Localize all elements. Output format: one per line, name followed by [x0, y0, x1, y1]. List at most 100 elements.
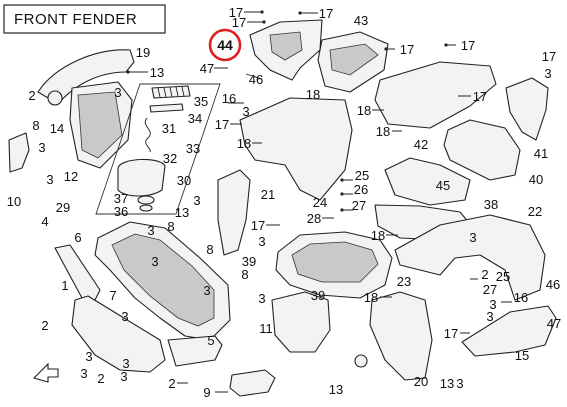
callout-number: 35 — [194, 94, 208, 109]
callout-number: 3 — [121, 309, 128, 324]
forward-arrow-icon — [32, 362, 59, 383]
part-top-cover-inner — [269, 31, 303, 61]
part-front-fender-right — [394, 214, 546, 301]
callout-number: 32 — [163, 151, 177, 166]
part-trim-strip — [167, 335, 223, 367]
callout-number: 17 — [232, 15, 246, 30]
part-drawings — [8, 19, 557, 397]
callout-number: 3 — [38, 140, 45, 155]
callout-number: 2 — [168, 376, 175, 391]
callout-number: 15 — [515, 348, 529, 363]
callout-number: 23 — [397, 274, 411, 289]
callout-number: 39 — [242, 254, 256, 269]
part-dash-panel — [239, 97, 353, 201]
callout-number: 12 — [64, 169, 78, 184]
callout-number: 2 — [481, 267, 488, 282]
callout-number: 39 — [311, 288, 325, 303]
callout-number: 17 — [461, 38, 475, 53]
callout-number: 40 — [529, 172, 543, 187]
callout-number: 7 — [109, 288, 116, 303]
callout-number: 17 — [542, 49, 556, 64]
part-bar — [149, 103, 184, 113]
callout-number: 22 — [528, 204, 542, 219]
part-small-trim — [229, 369, 276, 397]
callout-number: 17 — [215, 117, 229, 132]
callout-labels: 19 13 2 3 14 8 3 12 3 10 47 35 34 31 33 … — [7, 5, 561, 400]
callout-number: 11 — [259, 321, 273, 336]
part-rear-cover-inner — [329, 43, 379, 76]
callout-number: 2 — [41, 318, 48, 333]
part-right-strip — [461, 305, 557, 357]
callout-number: 17 — [319, 6, 333, 21]
callout-number: 2 — [97, 371, 104, 386]
callout-number: 27 — [352, 198, 366, 213]
callout-number: 3 — [489, 297, 496, 312]
callout-number: 3 — [258, 291, 265, 306]
callout-number: 6 — [74, 230, 81, 245]
callout-number: 3 — [85, 349, 92, 364]
part-washer — [354, 354, 368, 368]
subassembly-panel — [95, 83, 221, 215]
callout-number: 38 — [484, 197, 498, 212]
callout-number: 3 — [544, 66, 551, 81]
callout-number: 5 — [207, 333, 214, 348]
callout-number: 47 — [547, 316, 561, 331]
callout-number: 18 — [371, 228, 385, 243]
callout-number: 21 — [261, 187, 275, 202]
callout-number: 3 — [486, 309, 493, 324]
callout-number: 17 — [444, 326, 458, 341]
callout-number: 3 — [456, 376, 463, 391]
callout-number: 3 — [80, 366, 87, 381]
callout-number: 26 — [354, 182, 368, 197]
callout-number: 17 — [400, 42, 414, 57]
part-canister — [117, 158, 166, 197]
part-lower-guard — [271, 291, 331, 353]
callout-number: 2 — [28, 88, 35, 103]
callout-number: 31 — [162, 121, 176, 136]
part-cap — [137, 195, 155, 205]
part-front-cowl — [384, 157, 471, 206]
part-right-bracket — [505, 77, 549, 141]
callout-number: 13 — [329, 382, 343, 397]
part-disc — [47, 90, 63, 106]
callout-number: 18 — [306, 87, 320, 102]
page-title: FRONT FENDER — [14, 11, 137, 28]
part-side-panel — [374, 61, 497, 129]
callout-number: 25 — [496, 269, 510, 284]
title-box: FRONT FENDER — [3, 4, 166, 34]
callout-number: 27 — [483, 282, 497, 297]
callout-number: 17 — [473, 89, 487, 104]
callout-number: 46 — [546, 277, 560, 292]
callout-number: 3 — [469, 230, 476, 245]
highlighted-callout: 44 — [208, 28, 242, 62]
part-right-lower-guard — [369, 291, 433, 381]
callout-number: 46 — [249, 72, 263, 87]
callout-number: 18 — [364, 290, 378, 305]
callout-number: 19 — [136, 45, 150, 60]
callout-number: 8 — [32, 118, 39, 133]
callout-number: 47 — [200, 61, 214, 76]
callout-number: 24 — [313, 195, 327, 210]
callout-number: 3 — [120, 369, 127, 384]
callout-number: 16 — [514, 290, 528, 305]
part-grille-detail — [157, 86, 185, 98]
callout-number: 3 — [46, 172, 53, 187]
callout-number: 1 — [61, 278, 68, 293]
callout-number: 17 — [251, 218, 265, 233]
highlighted-part-number: 44 — [217, 37, 233, 53]
callout-number: 8 — [206, 242, 213, 257]
callout-number: 18 — [357, 103, 371, 118]
callout-number: 33 — [186, 141, 200, 156]
callout-number: 3 — [122, 356, 129, 371]
callout-number: 8 — [241, 267, 248, 282]
callout-number: 3 — [258, 234, 265, 249]
leader-lines — [126, 10, 512, 393]
callout-number: 41 — [534, 146, 548, 161]
callout-number: 16 — [222, 91, 236, 106]
part-center-tray-inner — [291, 241, 379, 283]
highlight-ring — [208, 28, 242, 62]
callout-number: 29 — [56, 200, 70, 215]
callout-number: 20 — [414, 374, 428, 389]
callout-number: 13 — [440, 376, 454, 391]
